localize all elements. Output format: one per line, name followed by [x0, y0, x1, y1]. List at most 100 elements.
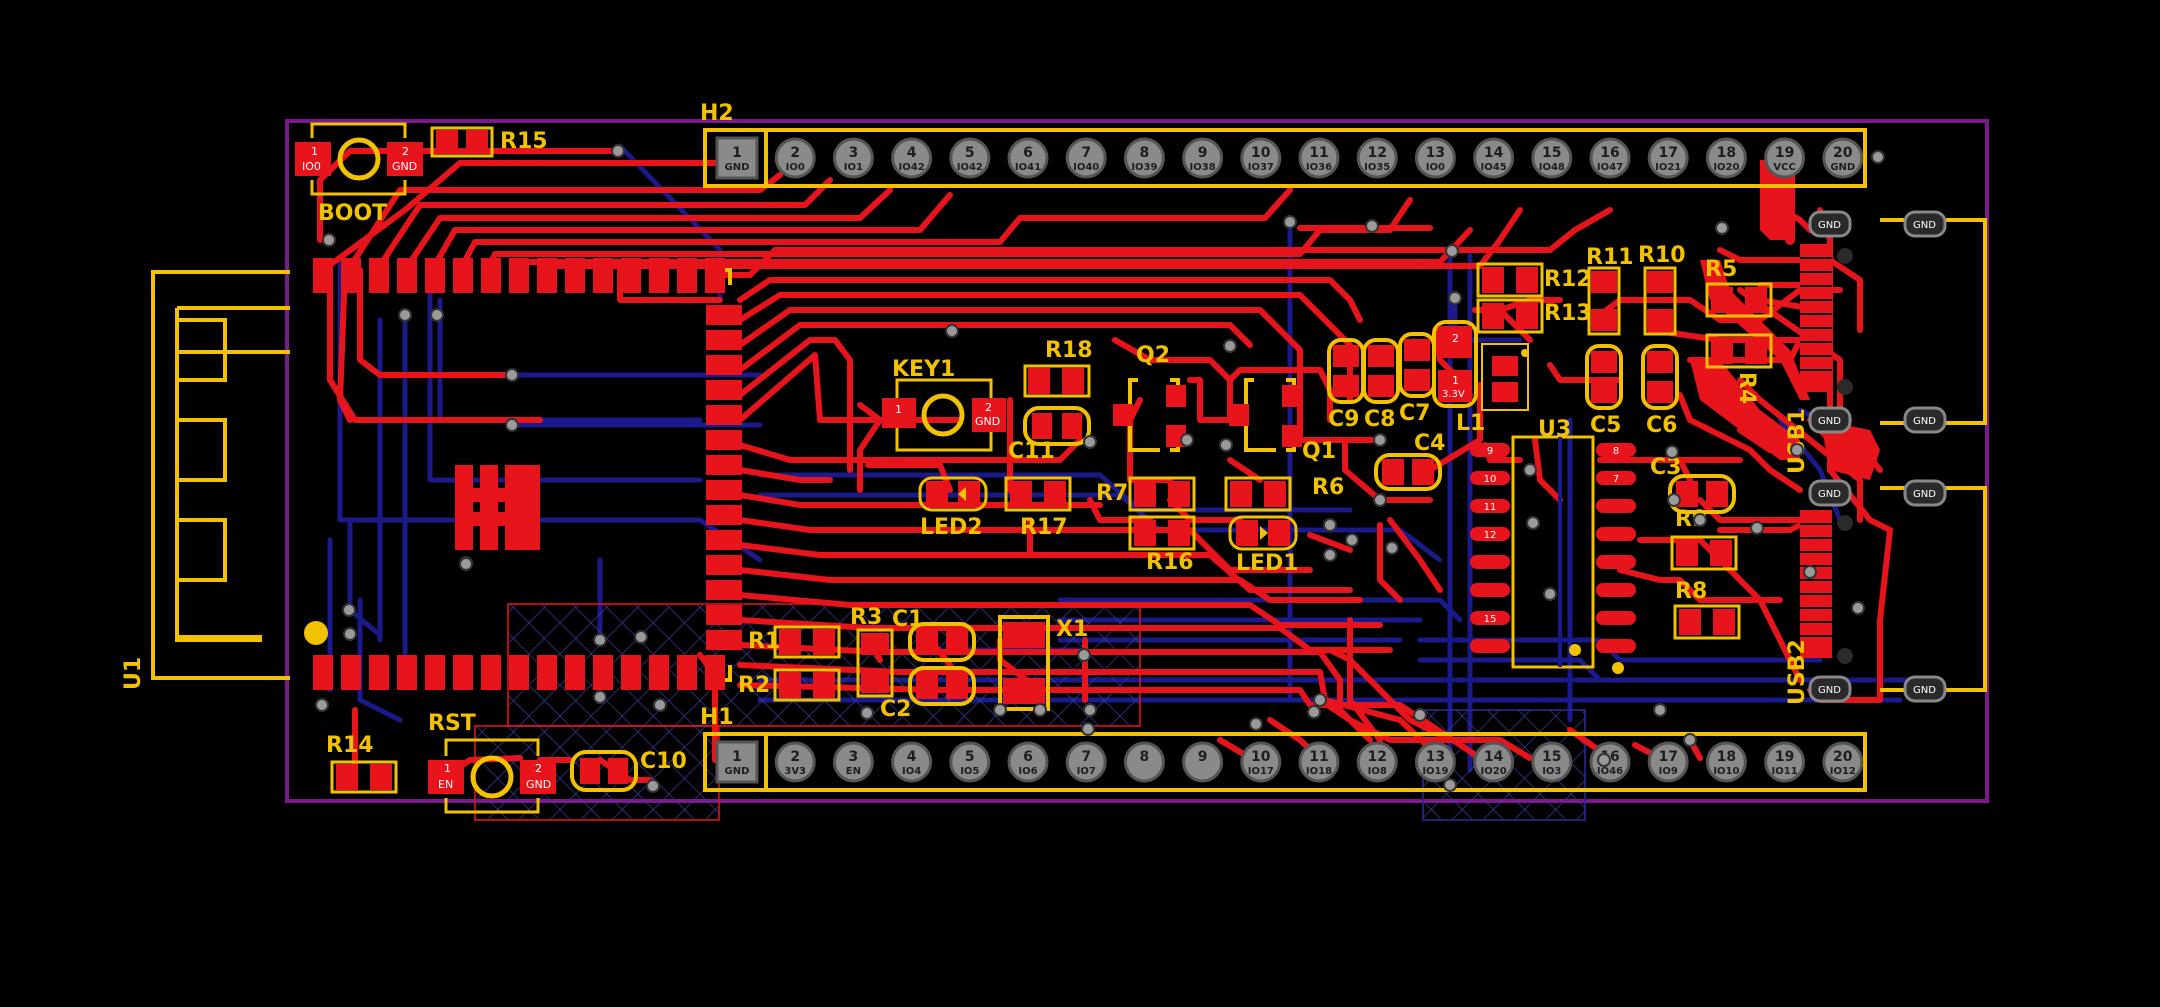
- x1-crystal[interactable]: X1: [998, 615, 1088, 711]
- r15-resistor[interactable]: R15: [430, 126, 548, 158]
- c4-capacitor[interactable]: C4: [1374, 431, 1445, 491]
- svg-text:GND: GND: [1913, 416, 1936, 427]
- r6-resistor[interactable]: R6: [1224, 475, 1344, 512]
- r12-resistor[interactable]: R12: [1476, 262, 1592, 298]
- svg-text:GND: GND: [1913, 489, 1936, 500]
- c11-capacitor[interactable]: C11: [1008, 406, 1091, 464]
- svg-text:R17: R17: [1020, 515, 1068, 540]
- u3-pad: [1470, 443, 1510, 457]
- u3-pin-number: 15: [1484, 614, 1497, 625]
- svg-text:GND: GND: [1818, 685, 1841, 696]
- pin-net-label: IO38: [1190, 162, 1216, 173]
- svg-text:LED2: LED2: [920, 515, 983, 540]
- c7-capacitor[interactable]: C7: [1398, 332, 1436, 426]
- r7-resistor[interactable]: R7: [1096, 476, 1196, 512]
- regulator-ic[interactable]: [1481, 343, 1529, 411]
- pin-net-label: IO9: [1659, 766, 1678, 777]
- pin-number: 3: [849, 145, 859, 161]
- rst-switch[interactable]: 1 EN 2 GND RST: [428, 711, 556, 814]
- u3-pin-number: 10: [1484, 474, 1497, 485]
- usb1-connector[interactable]: GND GND GND GND USB1: [1785, 210, 1987, 474]
- pin-net-label: IO0: [1426, 162, 1445, 173]
- svg-text:2: 2: [985, 401, 992, 414]
- c9-capacitor[interactable]: C9: [1327, 338, 1365, 432]
- c2-capacitor[interactable]: C2: [880, 666, 976, 722]
- svg-text:GND: GND: [975, 415, 1000, 428]
- pin-net-label: IO42: [957, 162, 983, 173]
- r3-resistor[interactable]: R3: [850, 605, 894, 698]
- pin-net-label: IO47: [1597, 162, 1623, 173]
- pin-net-label: IO35: [1364, 162, 1390, 173]
- r8-resistor[interactable]: R8: [1673, 579, 1741, 640]
- u3-pad: [1470, 499, 1510, 513]
- r18-resistor[interactable]: R18: [1023, 338, 1093, 398]
- r4-resistor[interactable]: R4: [1705, 333, 1773, 404]
- svg-text:C6: C6: [1646, 413, 1677, 438]
- c10-capacitor[interactable]: C10: [570, 749, 687, 792]
- svg-text:C7: C7: [1399, 401, 1430, 426]
- pin-net-label: IO41: [1015, 162, 1041, 173]
- r14-resistor[interactable]: R14: [326, 733, 398, 794]
- key1-switch[interactable]: 1 2 GND KEY1: [882, 357, 1006, 452]
- u3-pin-number: 11: [1484, 502, 1497, 513]
- svg-text:USB2: USB2: [1785, 639, 1810, 705]
- u3-pad: [1470, 555, 1510, 569]
- svg-text:C10: C10: [640, 749, 687, 774]
- h1-pin: 3EN: [832, 741, 874, 783]
- pin-net-label: IO21: [1655, 162, 1681, 173]
- pin-number: 2: [790, 145, 800, 161]
- pin-number: 18: [1717, 749, 1736, 765]
- c1-capacitor[interactable]: C1: [892, 607, 976, 662]
- c6-capacitor[interactable]: C6: [1641, 344, 1679, 438]
- c3-capacitor[interactable]: C3: [1650, 455, 1736, 514]
- u3-pad: [1596, 639, 1636, 653]
- u1-pads-top: [313, 258, 725, 293]
- usb2-connector[interactable]: GND GND GND GND USB2: [1785, 479, 1987, 705]
- r2-resistor[interactable]: R2: [738, 668, 841, 702]
- c5-capacitor[interactable]: C5: [1585, 344, 1623, 438]
- svg-text:R5: R5: [1705, 257, 1737, 282]
- r13-resistor[interactable]: R13: [1476, 298, 1592, 334]
- pin-net-label: IO48: [1539, 162, 1565, 173]
- r16-resistor[interactable]: R16: [1128, 515, 1196, 575]
- u3-pad: [1596, 611, 1636, 625]
- svg-text:R10: R10: [1638, 243, 1686, 268]
- led1[interactable]: LED1: [1228, 515, 1299, 576]
- pin-number: 19: [1775, 749, 1794, 765]
- led2[interactable]: LED2: [918, 476, 988, 540]
- r11-resistor[interactable]: R11: [1586, 245, 1634, 336]
- q1-transistor[interactable]: Q1: [1229, 378, 1336, 464]
- pin-number: 15: [1542, 145, 1561, 161]
- boot-switch[interactable]: 1 IO0 2 GND BOOT: [295, 122, 423, 226]
- r17-resistor[interactable]: R17: [1004, 476, 1072, 540]
- u3-pad: [1596, 555, 1636, 569]
- u3-ic[interactable]: U3: [1511, 417, 1595, 669]
- pin-number: 18: [1717, 145, 1736, 161]
- c8-capacitor[interactable]: C8: [1362, 338, 1400, 432]
- u1-pads-bottom: [313, 655, 725, 690]
- r10-resistor[interactable]: R10: [1638, 243, 1686, 336]
- svg-text:R6: R6: [1312, 475, 1344, 500]
- pin-number: 6: [1023, 145, 1033, 161]
- rst-label: RST: [428, 711, 476, 736]
- r5-resistor[interactable]: R5: [1705, 257, 1773, 318]
- u3-pad: [1470, 583, 1510, 597]
- svg-text:C1: C1: [892, 607, 923, 632]
- r1-resistor[interactable]: R1: [748, 625, 841, 659]
- pin-number: 4: [907, 749, 917, 765]
- l1-inductor[interactable]: 2 1 3.3V L1: [1432, 320, 1485, 436]
- boot-label: BOOT: [318, 201, 387, 226]
